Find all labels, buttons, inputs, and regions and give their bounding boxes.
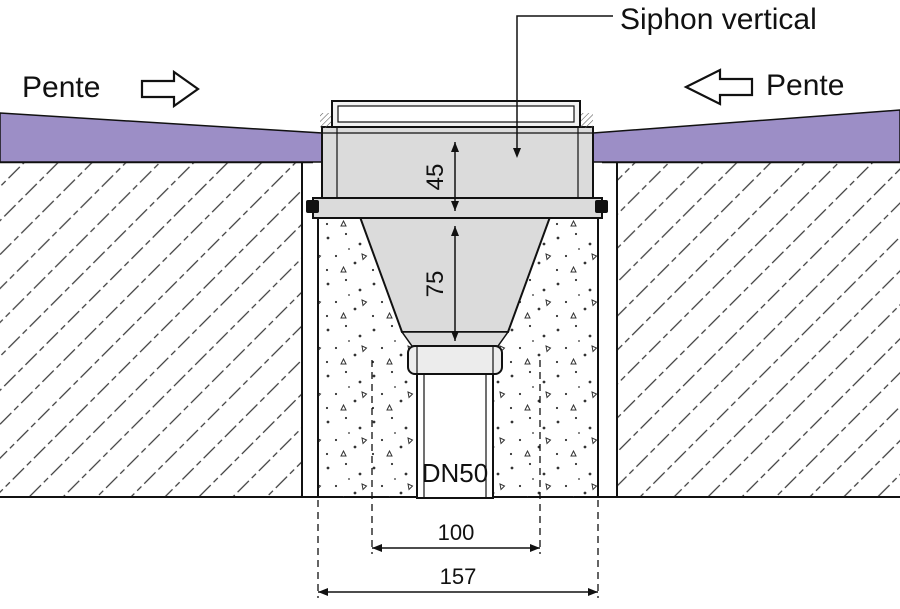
flange-seal-left [306,200,319,213]
dimension-157: 157 [318,564,598,596]
leader-line [516,15,613,150]
slab-hatch-right [617,162,900,497]
grate-seal-left [320,113,333,128]
dn50-label: DN50 [422,458,488,488]
dimension-45: 45 [422,142,459,211]
dim-100-value: 100 [438,520,475,545]
drain-body-upper [321,126,594,199]
title-leader [513,15,613,158]
dim-75-value: 75 [422,271,449,298]
dim-157-arrow-left [318,588,328,596]
flange-seal-right [595,200,608,213]
dim-100-arrow-left [372,544,382,552]
dim-157-arrow-right [588,588,598,596]
grate-seal-right [580,113,593,128]
dim-75-arrow-bottom [451,331,459,341]
leader-arrowhead [513,148,521,158]
outlet-coupling [407,345,503,375]
dimension-100: 100 [372,520,540,552]
flow-arrow-left-icon [683,68,754,106]
dim-75-arrow-top [451,226,459,236]
drain-grate-inner [337,105,575,123]
outlet-pipe [416,373,494,499]
pente-left-label: Pente [22,71,100,104]
slab-hatch-left [0,162,302,497]
flow-arrows [140,68,754,109]
flow-arrow-right-icon [140,69,200,109]
dim-45-value: 45 [422,164,449,191]
dimension-75: 75 [422,226,459,341]
dim-45-arrow-top [451,142,459,152]
pente-right-label: Pente [766,69,844,102]
siphon-vertical-label: Siphon vertical [620,3,817,36]
concrete-slab [0,160,900,498]
dim-45-arrow-bottom [451,201,459,211]
extension-lines [317,360,599,598]
dim-100-arrow-right [530,544,540,552]
drain-assembly [306,100,608,499]
labels: Siphon vertical Pente Pente DN50 [22,3,844,488]
dim-157-value: 157 [440,564,477,589]
